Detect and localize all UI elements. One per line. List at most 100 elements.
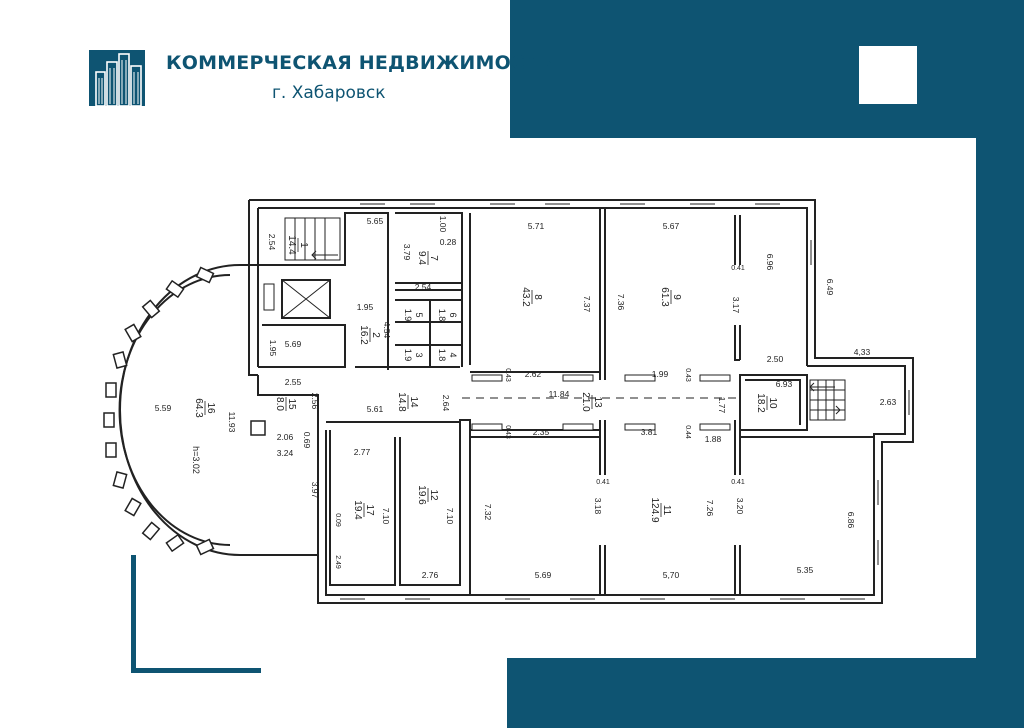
dim-label: 1.77 xyxy=(717,397,727,414)
room-5-number: 5 xyxy=(414,312,424,317)
room-11-area: 124.9 xyxy=(649,497,660,522)
round-windows xyxy=(103,266,215,556)
dim-label: 5.61 xyxy=(367,404,384,414)
room-9-area: 61.3 xyxy=(659,287,670,307)
dim-label: 7.37 xyxy=(582,296,592,313)
dim-label: 0.41 xyxy=(596,479,610,486)
dim-label: 11.93 xyxy=(227,412,237,433)
room-10-area: 18.2 xyxy=(755,393,766,413)
dim-label: 3.20 xyxy=(735,498,745,515)
top-windows xyxy=(340,199,914,604)
room-5-area: 1.9 xyxy=(403,309,413,322)
dim-label: 0.41 xyxy=(731,265,745,272)
dim-label: 2.35 xyxy=(533,427,550,437)
dim-label: 0.43 xyxy=(684,368,691,382)
dim-label: 3.79 xyxy=(402,244,412,261)
dim-label: 0.43 xyxy=(504,368,511,382)
dim-label: 0.28 xyxy=(440,237,457,247)
interior-walls xyxy=(257,208,874,595)
dim-label: 3.97 xyxy=(310,482,320,499)
dim-label: 2.54 xyxy=(267,234,277,251)
corner-bracket-horizontal xyxy=(131,668,261,673)
teal-right-strip xyxy=(976,138,1024,658)
dim-label: 2.50 xyxy=(767,354,784,364)
dim-label: 4.54 xyxy=(382,322,392,339)
dim-label: 2.76 xyxy=(422,570,439,580)
radiators xyxy=(471,374,731,431)
room-1-area: 14.4 xyxy=(286,235,297,255)
dim-label: 3.81 xyxy=(641,427,658,437)
dim-label: 2.77 xyxy=(354,447,371,457)
dim-label: 2.49 xyxy=(334,555,341,569)
room-16-area: 64.3 xyxy=(193,398,204,418)
dim-label: 5.69 xyxy=(535,570,552,580)
room-17-area: 19.4 xyxy=(352,500,363,520)
room-15-number: 15 xyxy=(286,398,297,410)
room-10-number: 10 xyxy=(767,397,778,409)
column xyxy=(250,420,266,436)
room-12-number: 12 xyxy=(428,489,439,501)
dim-label: 0.43 xyxy=(504,425,511,439)
room-8-area: 43.2 xyxy=(520,287,531,307)
room-3-area: 1.9 xyxy=(403,349,413,362)
staircases xyxy=(263,217,846,421)
brand-city: г. Хабаровск xyxy=(272,83,386,103)
dim-label: 2.62 xyxy=(525,369,542,379)
dim-label: 1.88 xyxy=(705,434,722,444)
buildings-logo-icon xyxy=(89,50,155,106)
room-4-area: 1.8 xyxy=(437,349,447,362)
dim-label: 7.10 xyxy=(445,508,455,525)
dim-label: 0.44 xyxy=(684,425,691,439)
white-square xyxy=(859,46,917,104)
dim-label: 6.86 xyxy=(846,512,856,529)
dim-label: 7.10 xyxy=(381,508,391,525)
dim-label: 5,70 xyxy=(663,570,680,580)
room-13-number: 13 xyxy=(592,396,603,408)
dim-label: 1.95 xyxy=(357,302,374,312)
room-2-number: 2 xyxy=(370,332,381,338)
dim-label: 5.59 xyxy=(155,403,172,413)
dim-label: 1.95 xyxy=(268,340,278,357)
dim-label: 6.49 xyxy=(825,279,835,296)
teal-header-block xyxy=(510,0,1024,138)
room-14-number: 14 xyxy=(408,396,419,408)
brand-title: КОММЕРЧЕСКАЯ НЕДВИЖИМОСТЬ xyxy=(166,52,553,74)
dim-label: 2.54 xyxy=(415,282,432,292)
dim-label: 2.56 xyxy=(310,393,320,410)
dim-label: 7.26 xyxy=(705,500,715,517)
dim-label: 5.71 xyxy=(528,221,545,231)
dim-label: 5.35 xyxy=(797,565,814,575)
room-6-number: 6 xyxy=(448,312,458,317)
dim-label: 6.93 xyxy=(776,379,793,389)
room-6-area: 1.8 xyxy=(437,309,447,322)
dim-label: 5.69 xyxy=(285,339,302,349)
dim-label: 7.36 xyxy=(616,294,626,311)
room-3-number: 3 xyxy=(414,352,424,357)
dim-label: 2.55 xyxy=(285,377,302,387)
corner-bracket-vertical xyxy=(131,555,136,673)
room-1-number: 1 xyxy=(298,242,309,248)
dim-label: 0.09 xyxy=(334,513,341,527)
room-16-number: 16 xyxy=(205,402,216,414)
dim-label: 3.18 xyxy=(593,498,603,515)
room-14-area: 14.8 xyxy=(396,392,407,412)
dim-label: 2.63 xyxy=(880,397,897,407)
room-9-number: 9 xyxy=(671,294,682,300)
dim-label: 7.32 xyxy=(483,504,493,521)
room-2-area: 16.2 xyxy=(358,325,369,345)
room-17-number: 17 xyxy=(364,504,375,516)
room-7-area: 9.4 xyxy=(416,251,427,265)
dim-label: 4,33 xyxy=(854,347,871,357)
dim-label: 5.67 xyxy=(663,221,680,231)
dim-label: 5.65 xyxy=(367,216,384,226)
dim-label: 1.00 xyxy=(438,216,448,233)
room-11-number: 11 xyxy=(661,505,672,516)
dim-label: 6.96 xyxy=(765,254,775,271)
dim-label: 2.06 xyxy=(277,432,294,442)
room-4-number: 4 xyxy=(448,352,458,357)
teal-bottom-block xyxy=(507,658,1024,728)
dim-label: 1.99 xyxy=(652,369,669,379)
room-15-area: 8.0 xyxy=(274,397,285,411)
dim-label: 3.24 xyxy=(277,448,294,458)
